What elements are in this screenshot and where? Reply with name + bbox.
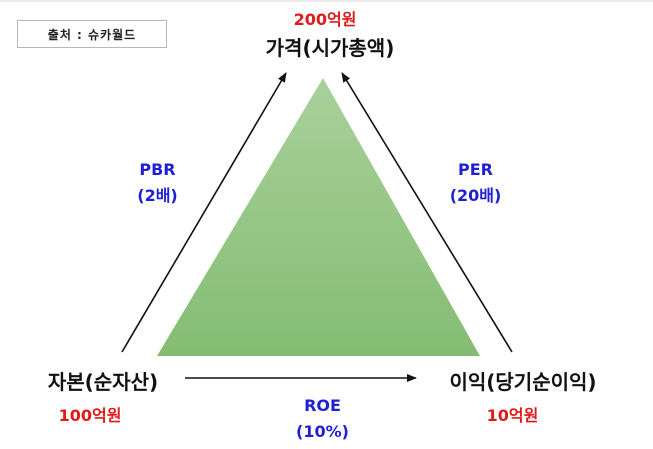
roe-name: ROE (304, 396, 341, 415)
per-value: (20배) (449, 186, 502, 206)
pbr-name: PBR (139, 160, 176, 179)
roe-label: ROE (10%) (285, 393, 360, 446)
source-box: 출처 : 슈카월드 (17, 20, 167, 48)
pbr-value: (2배) (137, 186, 178, 206)
per-name: PER (458, 160, 493, 179)
price-value: 200억원 (293, 10, 357, 29)
equity-title: 자본(순자산) (47, 370, 159, 394)
equity-value: 100억원 (58, 406, 122, 425)
profit-value: 10억원 (486, 406, 539, 425)
per-label: PER (20배) (438, 157, 513, 210)
per-arrow (341, 72, 513, 353)
green-triangle (157, 78, 480, 356)
roe-value: (10%) (296, 422, 349, 442)
source-label: 출처 : 슈카월드 (47, 27, 137, 42)
price-title: 가격(시가총액) (265, 36, 395, 60)
profit-title: 이익(당기순이익) (449, 370, 597, 394)
pbr-arrow (121, 72, 287, 353)
top-divider (0, 0, 653, 2)
pbr-label: PBR (2배) (125, 157, 190, 210)
